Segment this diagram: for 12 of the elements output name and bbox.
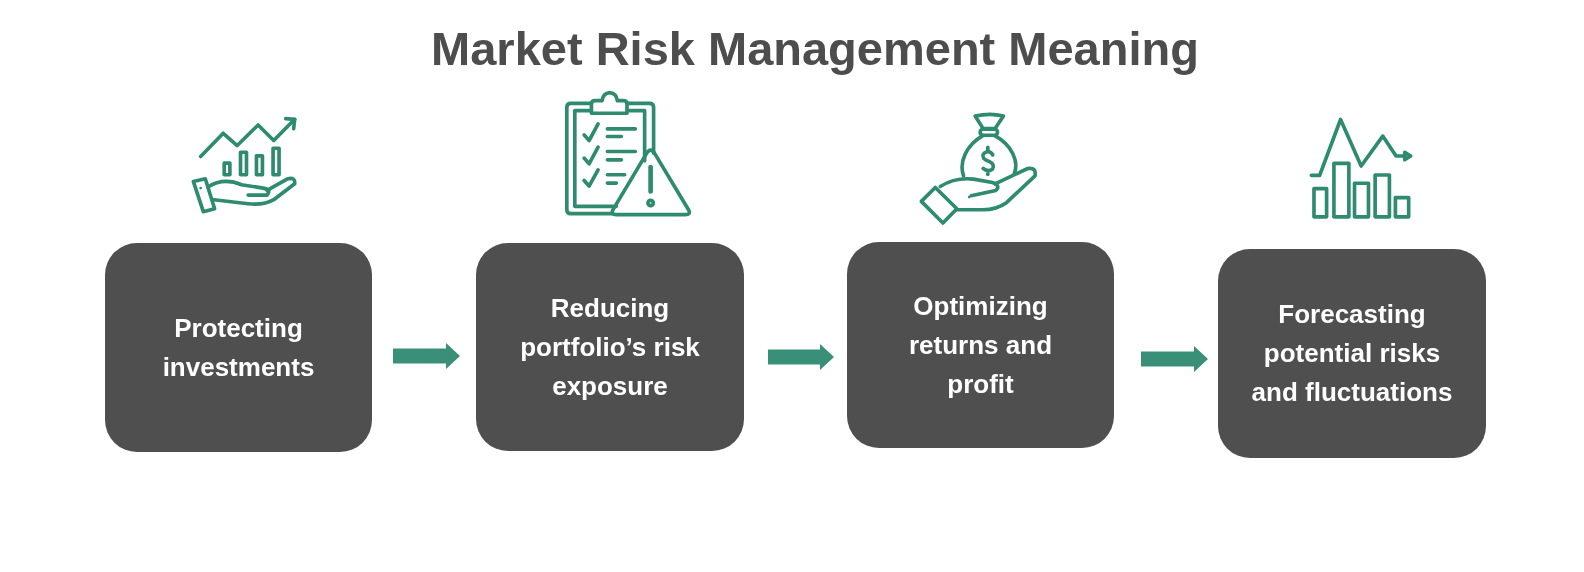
- step-label: Reducing portfolio’s risk exposure: [519, 291, 701, 403]
- arrow: [393, 343, 460, 369]
- title: Market Risk Management Meaning: [431, 22, 1199, 77]
- step-label: Protecting investments: [161, 311, 316, 384]
- arrow: [1141, 346, 1208, 372]
- process-box: [476, 243, 744, 451]
- step-label: Forecasting potential risks and fluctuations: [1250, 298, 1454, 409]
- process-box: [847, 242, 1114, 448]
- arrow: [768, 344, 834, 370]
- process-box: [1218, 249, 1486, 458]
- step-label: Optimizing returns and profit: [908, 289, 1053, 401]
- process-box: [105, 243, 372, 452]
